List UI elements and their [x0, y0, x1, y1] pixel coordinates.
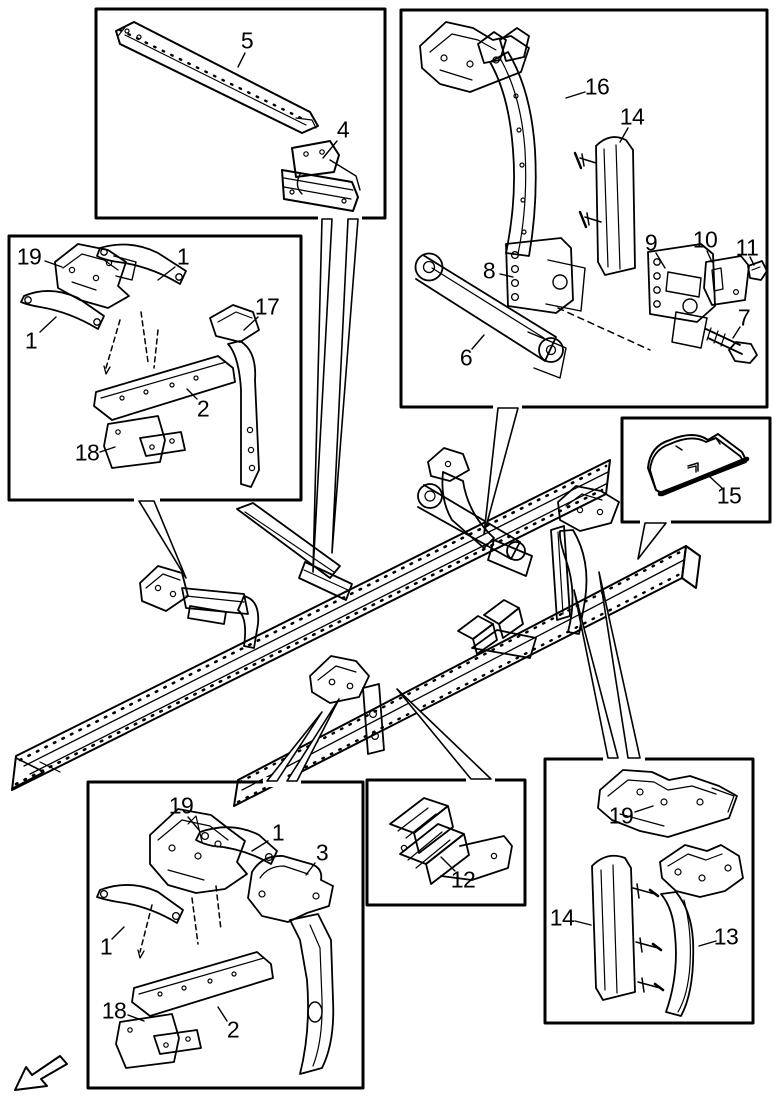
pointer-wedges [138, 218, 667, 782]
part-1-arm-top [96, 243, 187, 285]
part-14-channel-bottomright [591, 854, 665, 1001]
border-gaps [134, 213, 671, 787]
part-14-channel-topright [573, 136, 636, 276]
clamp-cluster-topright [419, 21, 530, 93]
callout-2: 2 [226, 1016, 240, 1043]
callout-19: 19 [608, 802, 634, 829]
rail-rear [233, 545, 701, 807]
callout-5: 5 [240, 27, 254, 54]
mounted-clamp-bar [309, 655, 385, 755]
part-4-bracket [281, 140, 361, 212]
callout-2: 2 [196, 395, 210, 422]
callout-16: 16 [584, 73, 610, 100]
callout-12: 12 [450, 866, 476, 893]
callout-3: 3 [315, 839, 329, 866]
callout-17: 17 [254, 293, 280, 320]
detail-box-bottom-center [365, 778, 527, 907]
callout-19: 19 [168, 792, 194, 819]
callout-11: 11 [735, 234, 759, 261]
callout-10: 10 [692, 226, 718, 253]
callout-4: 4 [336, 116, 350, 143]
part-19-clamp-bottomright [597, 769, 738, 838]
part-10-plate [703, 255, 750, 306]
part-6-cylinder [414, 252, 567, 379]
callout-1: 1 [176, 243, 190, 270]
part-15-shield [647, 433, 750, 497]
mounted-beam-foot [236, 502, 353, 601]
callout-18: 18 [74, 439, 100, 466]
callout-7: 7 [737, 304, 751, 331]
part-11-clip [747, 260, 768, 281]
part-5-beam [115, 21, 319, 134]
part-2-plate-midleft [93, 355, 236, 421]
callout-15: 15 [716, 482, 742, 509]
axis-arrow [137, 949, 145, 959]
part-19-clamp-bottomleft [149, 808, 248, 894]
mounted-clamp-shank [550, 485, 620, 635]
bolt-axes-midleft [105, 311, 159, 369]
mounted-clamp-left [139, 565, 260, 649]
callout-6: 6 [459, 344, 473, 371]
part-12-bracket [389, 797, 513, 885]
callout-1: 1 [99, 933, 113, 960]
part-8-bracket [505, 237, 586, 314]
mounted-bracket-12 [457, 599, 537, 659]
mounted-standard-cylinder [417, 447, 533, 577]
callout-14: 14 [619, 103, 645, 130]
callout-1: 1 [24, 327, 38, 354]
detail-box-top-right [399, 8, 769, 409]
bolt-axes-bottomleft [139, 885, 222, 953]
detail-box-mid-left [7, 234, 303, 502]
callout-8: 8 [482, 257, 496, 284]
part-16-standard [477, 27, 537, 257]
callout-13: 13 [713, 923, 739, 950]
detail-box-shield [620, 416, 772, 524]
part-13-shank [659, 844, 744, 1017]
part-9-bracket [647, 243, 716, 349]
detail-box-bottom-right [543, 757, 755, 1025]
part-18-bracket-midleft [103, 415, 186, 469]
part-17-shank [209, 304, 260, 488]
callout-18: 18 [101, 997, 127, 1024]
bolt-axis-topright [557, 307, 651, 351]
part-1-arm-bottomright [195, 826, 278, 865]
part-1-arm-bottomleft [96, 884, 184, 924]
callout-9: 9 [644, 229, 658, 256]
callout-19: 19 [16, 243, 42, 270]
axis-arrow [103, 365, 111, 375]
callout-1: 1 [271, 819, 285, 846]
part-19-clamp-midleft [54, 243, 137, 309]
callout-14: 14 [549, 904, 575, 931]
part-7-bolt [705, 327, 758, 364]
detail-box-top-left [94, 7, 387, 220]
detail-box-bottom-left [86, 780, 365, 1090]
part-3-shank [247, 855, 335, 1075]
part-1-arm-left [20, 290, 105, 330]
direction-arrow-icon [14, 1055, 68, 1091]
part-2-plate-bottomleft [131, 951, 274, 1017]
part-18-bracket-bottomleft [115, 1013, 202, 1069]
